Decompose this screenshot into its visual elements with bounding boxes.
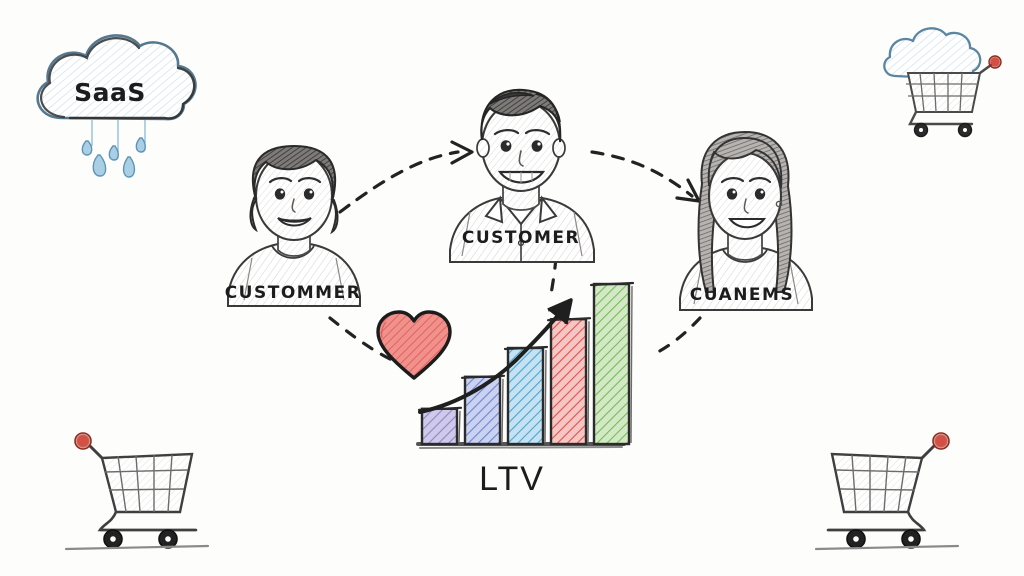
chart-bar-shadow <box>630 285 633 444</box>
chart-bar <box>592 282 631 446</box>
person-left-figure <box>227 144 361 307</box>
arc-center-to-chart <box>548 256 558 302</box>
chart-bar-shadow <box>458 410 461 444</box>
person-left-label: CUSTOMMER <box>224 283 362 303</box>
heart-icon <box>376 310 452 380</box>
chart-bar <box>549 318 588 446</box>
person-center-figure <box>449 88 595 263</box>
saas-cloud-icon <box>36 34 197 178</box>
raindrops <box>81 137 146 178</box>
person-right-label: CUANEMS <box>689 285 795 305</box>
cart-bottom-right <box>814 432 960 551</box>
chart-title-ltv: LTV <box>479 460 545 498</box>
chart-bar-shadow <box>544 349 547 444</box>
cart-top-right <box>883 27 1002 138</box>
arc-left-to-center <box>338 150 460 214</box>
ltv-bar-chart <box>416 281 635 449</box>
arc-center-to-right <box>590 150 694 198</box>
cart-bottom-left <box>64 432 210 551</box>
person-right-figure <box>679 130 813 311</box>
chart-bar-shadow <box>501 378 504 444</box>
person-center-label: CUSTOMER <box>461 228 581 248</box>
cloud-label: SaaS <box>74 78 146 107</box>
chart-bar <box>420 407 459 446</box>
chart-bars <box>417 281 635 446</box>
chart-bar-shadow <box>587 321 590 444</box>
arc-left-to-chart <box>328 316 394 362</box>
arc-right-to-chart <box>656 316 702 354</box>
chart-bar-cap <box>589 281 635 287</box>
